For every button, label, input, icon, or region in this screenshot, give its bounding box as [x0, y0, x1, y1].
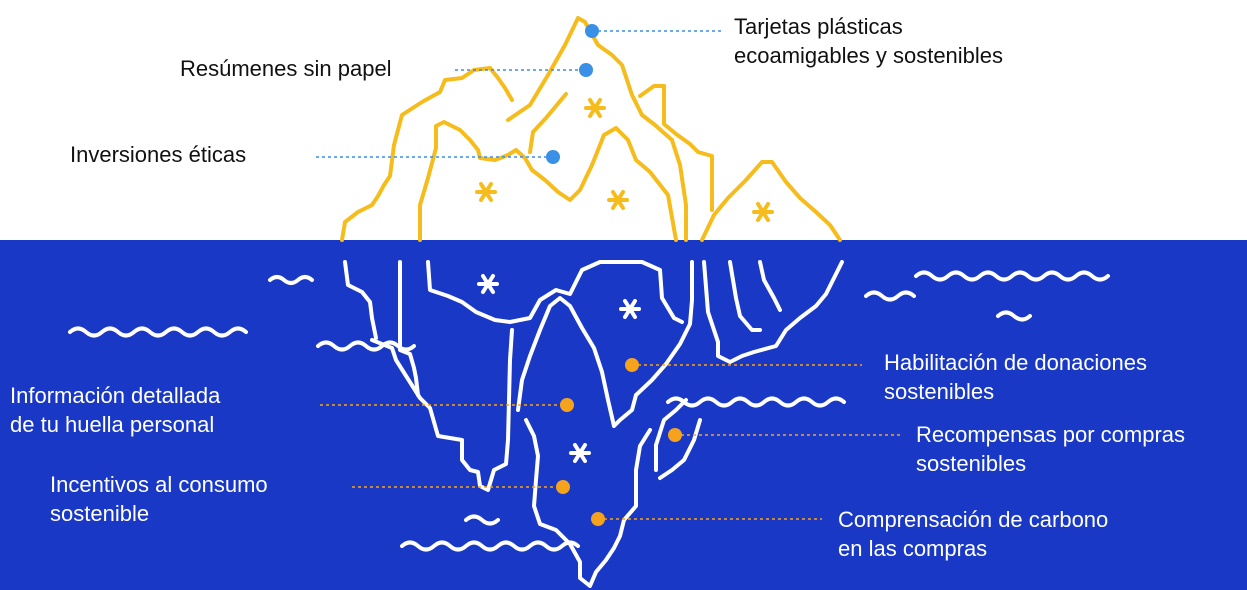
sparkle-icon	[477, 274, 499, 294]
right-inner2-outline	[758, 260, 782, 312]
sparkles-below	[477, 274, 641, 463]
label-line-1: Recompensas por compras	[916, 422, 1186, 447]
leaders-above	[316, 30, 722, 158]
sparkle-icon	[752, 202, 774, 222]
marker-dot-icon	[625, 358, 639, 372]
wave-icon	[996, 310, 1032, 322]
label-line-2: sostenible	[50, 501, 150, 526]
label-line-1: Resúmenes sin papel	[180, 56, 392, 81]
label-line-2: sostenibles	[884, 379, 995, 404]
small-peak-outline	[700, 160, 842, 242]
sparkles-above	[475, 98, 774, 222]
marker-dot-icon	[560, 398, 574, 412]
center-tall-outline	[516, 260, 694, 428]
inner-ridge-outline	[418, 120, 678, 242]
label-tarjetas-plasticas: Tarjetas plásticas ecoamigables y sosten…	[734, 12, 1003, 70]
sparkle-icon	[619, 299, 641, 319]
markers-above	[546, 24, 599, 164]
sparkle-icon	[475, 182, 497, 202]
markers-below	[556, 358, 682, 526]
upper-branch-outline	[528, 92, 568, 154]
left-step-outline	[370, 328, 514, 492]
marker-dot-icon	[591, 512, 605, 526]
left-lobe-outline	[343, 260, 378, 340]
label-line-1: Habilitación de donaciones	[884, 350, 1147, 375]
label-informacion-huella: Información detallada de tu huella perso…	[10, 381, 220, 439]
left-column-outline	[398, 260, 420, 397]
wave-icon	[666, 396, 846, 408]
label-recompensas-compras: Recompensas por compras sostenibles	[916, 420, 1185, 478]
side-step-outline	[638, 84, 714, 212]
label-line-2: en las compras	[838, 536, 988, 561]
label-line-2: sostenibles	[916, 451, 1027, 476]
right-lower-outline	[654, 398, 688, 472]
wave-icon	[864, 290, 916, 302]
label-line-1: Inversiones éticas	[70, 142, 247, 167]
label-line-2: de tu huella personal	[10, 412, 215, 437]
sparkle-icon	[607, 190, 629, 210]
wave-icon	[400, 540, 580, 552]
iceberg-below-outline	[343, 260, 844, 588]
right-inner-outline	[728, 260, 762, 332]
wave-icon	[914, 270, 1110, 282]
marker-dot-icon	[585, 24, 599, 38]
wave-icon	[464, 514, 500, 526]
label-line-1: Información detallada	[10, 383, 221, 408]
right-lower2-outline	[658, 418, 702, 480]
marker-dot-icon	[668, 428, 682, 442]
upper-basin-outline	[426, 260, 684, 324]
wave-icon	[316, 340, 416, 352]
right-drop-outline	[702, 260, 844, 364]
iceberg-above-outline	[340, 16, 842, 242]
label-line-1: Incentivos al consumo	[50, 472, 268, 497]
marker-dot-icon	[556, 480, 570, 494]
marker-dot-icon	[579, 63, 593, 77]
sparkle-icon	[584, 98, 606, 118]
leaders-below	[320, 364, 900, 520]
left-ridge-outline	[340, 66, 514, 242]
main-peak-outline	[506, 16, 688, 242]
label-habilitacion-donaciones: Habilitación de donaciones sostenibles	[884, 348, 1147, 406]
label-inversiones-eticas: Inversiones éticas	[70, 140, 246, 169]
label-incentivos-consumo: Incentivos al consumo sostenible	[50, 470, 268, 528]
sparkle-icon	[569, 443, 591, 463]
wave-icon	[68, 326, 248, 338]
label-resumenes-sin-papel: Resúmenes sin papel	[180, 54, 392, 83]
label-line-1: Comprensación de carbono	[838, 507, 1109, 532]
wave-icon	[268, 275, 314, 285]
waves	[68, 270, 1110, 552]
center-spine-outline	[524, 418, 652, 588]
marker-dot-icon	[546, 150, 560, 164]
label-compensacion-carbono: Comprensación de carbono en las compras	[838, 505, 1108, 563]
label-line-1: Tarjetas plásticas	[734, 14, 903, 39]
label-line-2: ecoamigables y sostenibles	[734, 43, 1004, 68]
